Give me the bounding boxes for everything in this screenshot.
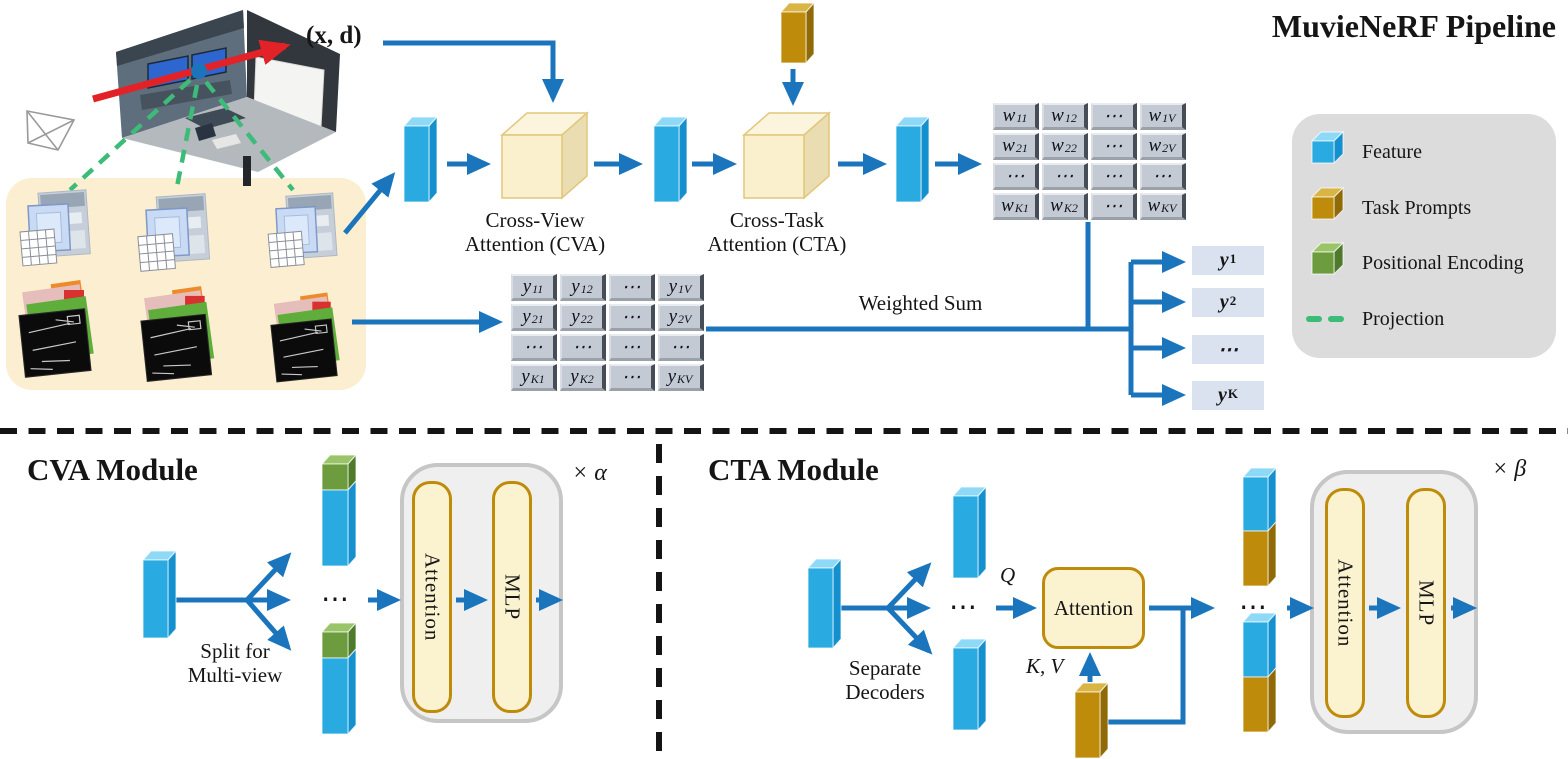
cva-dots: ⋯ [321, 584, 351, 615]
matrix-cell: ⋯ [1091, 133, 1137, 160]
matrix-cell: ⋯ [609, 274, 655, 301]
cva-cube-label: Cross-View Attention (CVA) [464, 208, 606, 256]
legend-item-task-prompts: Task Prompts [1362, 197, 1472, 219]
weighted-sum-label: Weighted Sum [858, 291, 983, 315]
key-value-label: K, V [1026, 654, 1064, 678]
split-multiview-label: Split for Multi-view [187, 639, 283, 687]
cta-module-title: CTA Module [708, 452, 879, 487]
sample-point-dot [191, 63, 207, 79]
cva-repeat-alpha-label: × α [572, 460, 607, 486]
matrix-cell: ⋯ [993, 163, 1039, 190]
separate-decoders-label: Separate Decoders [845, 656, 925, 704]
projection-rays [68, 78, 295, 193]
figure-title: MuvieNeRF Pipeline [1271, 8, 1556, 44]
cva-mlp-block: MLP [492, 481, 532, 713]
matrix-cell: ⋯ [609, 334, 655, 361]
cva-module-title: CVA Module [27, 452, 198, 487]
matrix-cell: ⋯ [609, 304, 655, 331]
cva-attention-block: Attention [412, 481, 452, 713]
matrix-cell: ⋯ [511, 334, 557, 361]
matrix-cell: ⋯ [560, 334, 606, 361]
matrix-cell: ⋯ [1091, 103, 1137, 130]
cta-dots-in: ⋯ [949, 592, 979, 623]
matrix-cell: ⋯ [1140, 163, 1186, 190]
cta-attention-box: Attention [1042, 567, 1145, 649]
cta-attention-block: Attention [1325, 488, 1365, 718]
camera-ray [92, 39, 291, 103]
cta-mlp-block: MLP [1406, 488, 1446, 718]
matrix-cell: ⋯ [609, 364, 655, 391]
source-views-panel [6, 178, 366, 390]
matrix-cell: ⋯ [658, 334, 704, 361]
ray-coordinates-label: (x, d) [306, 22, 362, 49]
matrix-cell: ⋯ [1042, 163, 1088, 190]
legend-item-feature: Feature [1362, 141, 1422, 163]
matrix-cell: ⋯ [1091, 193, 1137, 220]
cta-cube-label: Cross-Task Attention (CTA) [707, 208, 847, 256]
camera-frustum-icon [26, 110, 76, 151]
cta-dots-out: ⋯ [1239, 592, 1269, 623]
matrix-cell: ⋯ [1091, 163, 1137, 190]
output-dots-box: ⋯ [1192, 335, 1264, 364]
legend-item-projection: Projection [1362, 308, 1445, 330]
query-label: Q [1000, 563, 1016, 587]
legend-item-positional-encoding: Positional Encoding [1362, 252, 1524, 274]
cta-repeat-beta-label: × β [1492, 456, 1527, 482]
